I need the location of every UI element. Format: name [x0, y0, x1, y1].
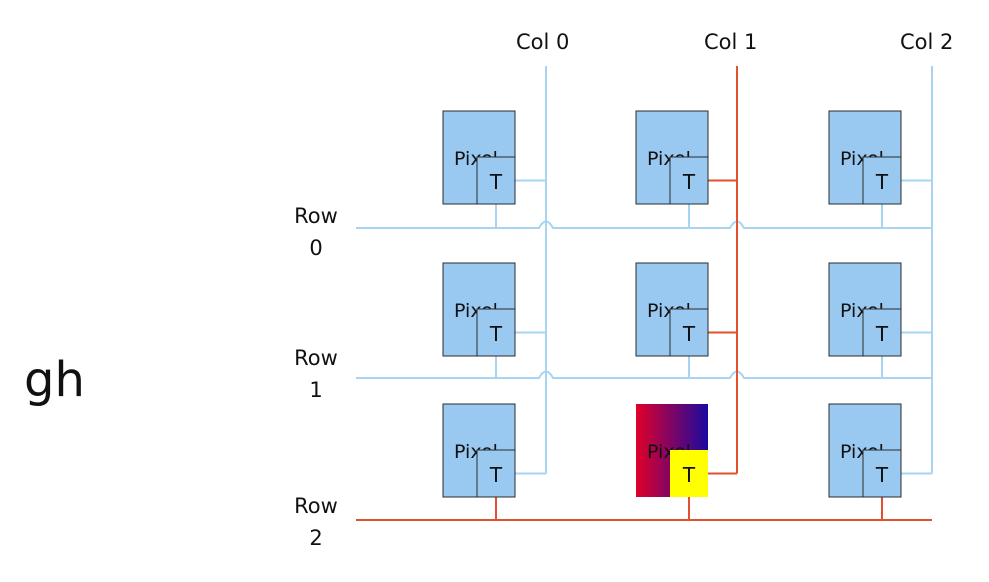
col-label-1: Col 1	[704, 30, 758, 54]
transistor-box	[670, 450, 708, 497]
transistor-box	[476, 308, 516, 357]
transistor-label: T	[875, 322, 889, 346]
row-label-0: Row 0	[294, 204, 338, 260]
transistor-label: T	[489, 463, 503, 487]
transistor-label: T	[875, 170, 889, 194]
col-label-0: Col 0	[516, 30, 570, 54]
row-label-1: Row 1	[294, 346, 338, 402]
transistor-label: T	[875, 463, 889, 487]
transistor-box	[476, 156, 516, 205]
transistor-label: T	[682, 170, 696, 194]
col-label-2: Col 2	[900, 30, 954, 54]
transistor-box	[862, 308, 902, 357]
transistor-box	[669, 156, 709, 205]
side-label: gh	[24, 352, 85, 408]
transistor-label: T	[489, 322, 503, 346]
transistor-label: T	[489, 170, 503, 194]
transistor-box	[862, 156, 902, 205]
transistor-label: T	[682, 322, 696, 346]
row-line-0	[356, 220, 932, 229]
transistor-label: T	[682, 463, 696, 487]
row-line-1	[356, 370, 932, 379]
transistor-box	[862, 449, 902, 498]
transistor-box	[476, 449, 516, 498]
transistor-box	[669, 308, 709, 357]
row-label-2: Row 2	[294, 494, 338, 550]
